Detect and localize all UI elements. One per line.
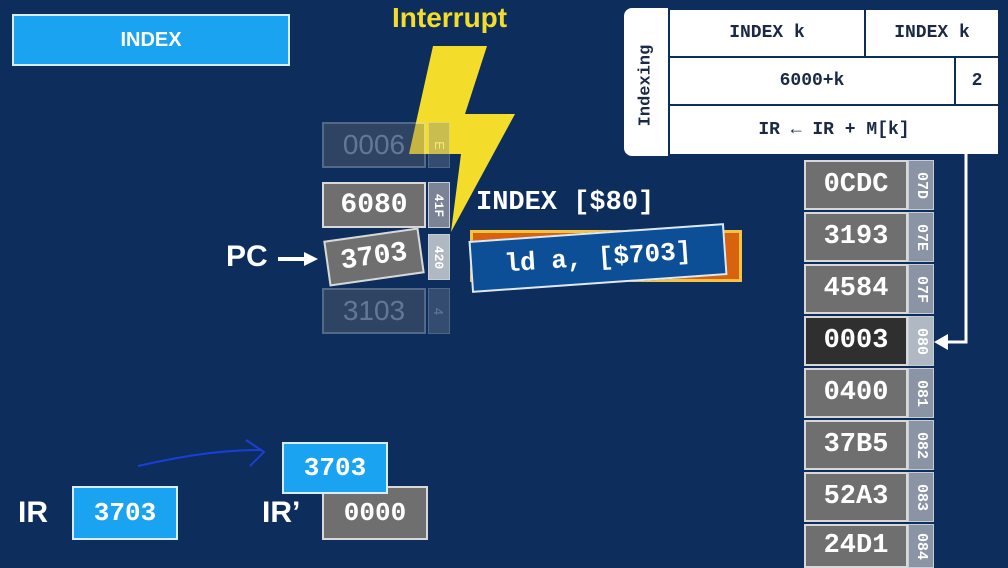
ir-label: IR: [18, 496, 48, 529]
memory-cell-07e: 3193: [804, 212, 908, 262]
address-label-partial-top: E: [428, 122, 450, 168]
title-box: INDEX: [12, 14, 290, 66]
handdrawn-arrow-icon: [137, 439, 266, 467]
address-label-420: 420: [428, 234, 450, 280]
address-label-083: 083: [908, 472, 934, 522]
address-label-081: 081: [908, 368, 934, 418]
pointer-arrow-icon: [934, 150, 968, 350]
memory-cell-080: 0003: [804, 316, 908, 366]
address-label-082: 082: [908, 420, 934, 470]
ir-prime-register: 0000: [322, 486, 428, 540]
title-label: INDEX: [120, 28, 182, 51]
ir-prime-overlay: 3703: [282, 442, 388, 494]
instruction-table: Indexing INDEX k INDEX k 6000+k 2 IR ← I…: [624, 8, 1000, 156]
memory-cell-084: 24D1: [804, 524, 908, 568]
table-cell-operation: IR ← IR + M[k]: [668, 104, 1000, 156]
table-cell-size: 2: [954, 56, 1000, 106]
memory-cell-07d: 0CDC: [804, 160, 908, 210]
memory-cell-41f: 6080: [322, 182, 426, 228]
address-label-080: 080: [908, 316, 934, 366]
address-label-07f: 07F: [908, 264, 934, 314]
memory-cell-083: 52A3: [804, 472, 908, 522]
address-label-07e: 07E: [908, 212, 934, 262]
address-label-partial-bottom: 4: [428, 288, 450, 334]
table-cell-mnemonic: INDEX k: [668, 8, 866, 58]
address-label-07d: 07D: [908, 160, 934, 210]
instruction-comment-index: INDEX [$80]: [476, 188, 655, 218]
table-cell-opcode: 6000+k: [668, 56, 956, 106]
pc-label: PC: [226, 240, 268, 273]
memory-cell-partial-bottom: 3103: [322, 288, 426, 334]
arrow-right-icon: [278, 252, 318, 266]
memory-strip-left: 0006 E 6080 41F 420 3103 4: [322, 122, 454, 334]
ir-register: 3703: [72, 486, 178, 540]
indexing-side-label: Indexing: [636, 44, 656, 126]
memory-cell-082: 37B5: [804, 420, 908, 470]
ir-prime-label: IR’: [262, 496, 301, 529]
memory-cell-partial-top: 0006: [322, 122, 426, 168]
lightning-icon: [409, 46, 515, 232]
table-cell-syntax: INDEX k: [864, 8, 1000, 58]
address-label-41f: 41F: [428, 182, 450, 228]
address-label-084: 084: [908, 524, 934, 568]
memory-cell-07f: 4584: [804, 264, 908, 314]
memory-cell-081: 0400: [804, 368, 908, 418]
interrupt-label: Interrupt: [392, 2, 508, 33]
